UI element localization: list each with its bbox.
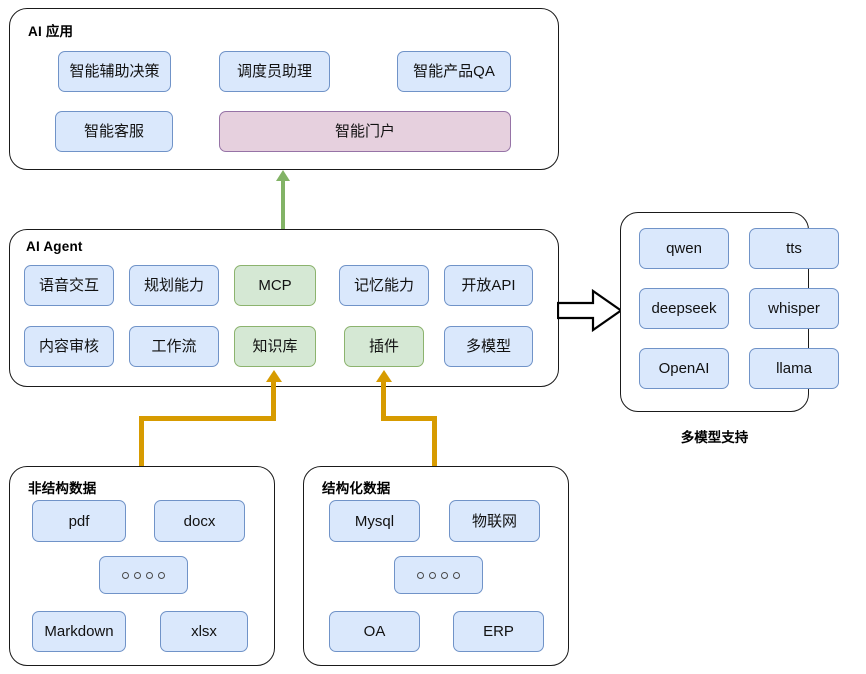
node-workflow[interactable]: 工作流 [129,326,219,367]
node-model-qwen[interactable]: qwen [639,228,729,269]
node-markdown[interactable]: Markdown [32,611,126,652]
node-voice-interaction[interactable]: 语音交互 [24,265,114,306]
connector-unstructured-vertical-left [139,416,144,468]
node-intelligent-portal[interactable]: 智能门户 [219,111,511,152]
connector-structured-horizontal [381,416,437,421]
node-content-moderation[interactable]: 内容审核 [24,326,114,367]
dot-icon [134,571,141,579]
node-mysql[interactable]: Mysql [329,500,420,542]
node-model-deepseek[interactable]: deepseek [639,288,729,329]
dot-icon [146,571,153,579]
group-unstructured-data-title: 非结构数据 [28,481,97,496]
node-model-whisper[interactable]: whisper [749,288,839,329]
dot-icon [122,571,129,579]
connector-structured-arrowhead [375,370,392,382]
group-ai-application-title: AI 应用 [28,24,74,39]
node-model-tts[interactable]: tts [749,228,839,269]
node-open-api[interactable]: 开放API [444,265,533,306]
dot-icon [441,571,448,579]
node-planning-capability[interactable]: 规划能力 [129,265,219,306]
connector-structured-vertical-right [432,416,437,468]
node-product-qa[interactable]: 智能产品QA [397,51,511,92]
node-erp[interactable]: ERP [453,611,544,652]
node-intelligent-decision-support[interactable]: 智能辅助决策 [58,51,171,92]
connector-unstructured-arrowhead [265,370,282,382]
node-unstructured-more[interactable] [99,556,188,594]
node-memory-capability[interactable]: 记忆能力 [339,265,429,306]
node-model-llama[interactable]: llama [749,348,839,389]
dot-icon [417,571,424,579]
node-mcp[interactable]: MCP [234,265,316,306]
node-plugins[interactable]: 插件 [344,326,424,367]
node-pdf[interactable]: pdf [32,500,126,542]
connector-agent-to-application-line [281,181,285,229]
node-iot[interactable]: 物联网 [449,500,540,542]
node-knowledge-base[interactable]: 知识库 [234,326,316,367]
node-dispatcher-assistant[interactable]: 调度员助理 [219,51,330,92]
dot-icon [453,571,460,579]
node-docx[interactable]: docx [154,500,245,542]
node-xlsx[interactable]: xlsx [160,611,248,652]
connector-agent-to-application-arrowhead [276,170,290,181]
connector-agent-to-models-arrow [557,288,623,333]
model-support-caption: 多模型支持 [680,430,749,445]
dot-icon [429,571,436,579]
node-oa[interactable]: OA [329,611,420,652]
dot-icon [158,571,165,579]
connector-unstructured-horizontal [139,416,276,421]
node-model-openai[interactable]: OpenAI [639,348,729,389]
node-multi-model[interactable]: 多模型 [444,326,533,367]
group-ai-agent-title: AI Agent [26,239,83,254]
connector-structured-vertical-left [381,382,386,420]
connector-unstructured-vertical-right [271,382,276,420]
node-intelligent-customer-service[interactable]: 智能客服 [55,111,173,152]
node-structured-more[interactable] [394,556,483,594]
group-structured-data-title: 结构化数据 [322,481,391,496]
